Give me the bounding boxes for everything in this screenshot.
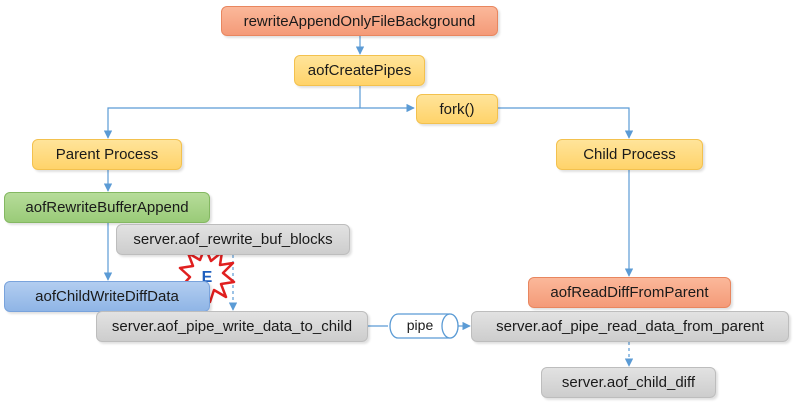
badge-letter: E	[202, 269, 213, 286]
rewrite-aof-background-node: rewriteAppendOnlyFileBackground	[221, 6, 498, 36]
aof-rewrite-buffer-append-node: aofRewriteBufferAppend	[4, 192, 210, 223]
arrow-branch-to-parent	[103, 107, 360, 139]
arrow-createpipes-to-fork	[359, 86, 415, 113]
aof-child-diff-node: server.aof_child_diff	[541, 367, 716, 398]
fork-node: fork()	[416, 94, 498, 124]
explosion-badge-icon: E	[178, 245, 236, 304]
pipe-write-data-to-child-node: server.aof_pipe_write_data_to_child	[96, 311, 368, 342]
pipe-cylinder-shape	[389, 313, 459, 339]
aof-create-pipes-node: aofCreatePipes	[294, 55, 425, 86]
child-process-node: Child Process	[556, 139, 703, 170]
arrow-fork-to-child	[498, 107, 634, 139]
pipe-read-data-from-parent-node: server.aof_pipe_read_data_from_parent	[471, 311, 789, 342]
rewrite-buf-blocks-node: server.aof_rewrite_buf_blocks	[116, 224, 350, 255]
aof-read-diff-from-parent-node: aofReadDiffFromParent	[528, 277, 731, 308]
aof-child-write-diff-data-node: aofChildWriteDiffData	[4, 281, 210, 312]
parent-process-node: Parent Process	[32, 139, 182, 170]
pipe-label: pipe	[406, 317, 434, 333]
